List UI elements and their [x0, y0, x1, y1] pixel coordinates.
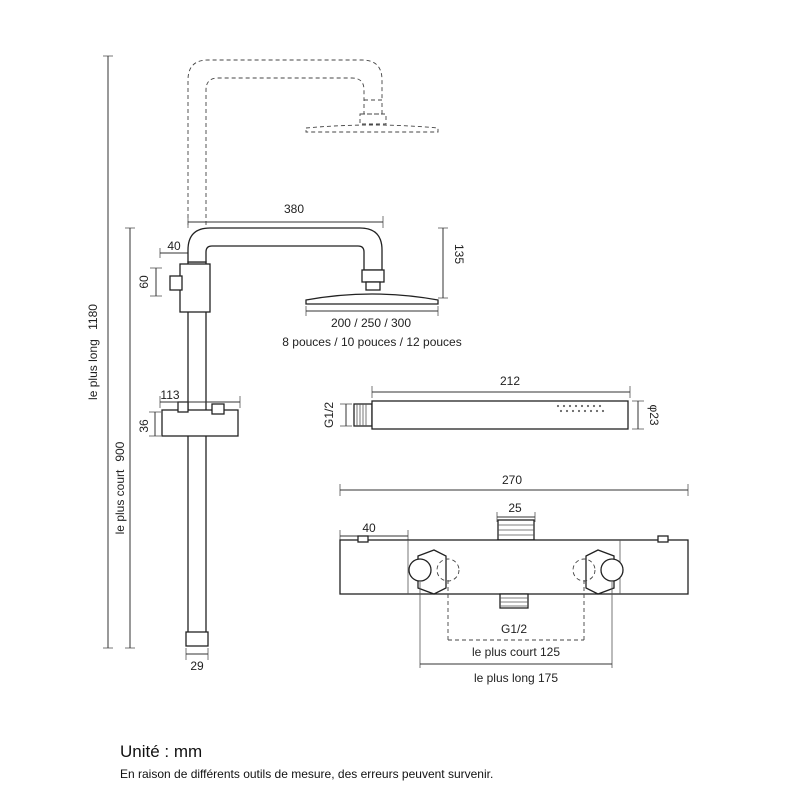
dimension-offset: 40 [159, 239, 189, 258]
unit-label: Unité : mm [120, 742, 203, 761]
hand-shower [353, 400, 629, 430]
offset-label: 40 [167, 239, 181, 253]
rain-shower-head [305, 269, 439, 305]
arm-width-label: 380 [284, 202, 304, 216]
dimension-top-outlet: 25 [496, 501, 536, 522]
pipe-diameter-label: 29 [190, 659, 204, 673]
centers-shortest-label: le plus court 125 [472, 645, 560, 659]
shower-column [169, 227, 383, 647]
dimension-arm-width: 380 [187, 202, 384, 228]
slider-width-label: 113 [160, 388, 179, 402]
bottom-thread-label: G1/2 [501, 622, 527, 636]
dimension-hand-shower-length: 212 [371, 374, 631, 398]
bracket-height-label: 60 [137, 275, 151, 289]
dimension-mixer-width: 270 [339, 473, 689, 496]
dimension-hand-shower-thread: G1/2 [322, 402, 352, 428]
dimension-centers-longest: le plus long 175 [419, 582, 613, 685]
dimension-pipe-diameter: 29 [185, 648, 209, 673]
hand-shower-thread-label: G1/2 [322, 402, 336, 428]
spray-face [556, 404, 605, 413]
longest-height-label: le plus long 1180 [86, 304, 100, 400]
dimension-bracket-height: 60 [137, 267, 162, 297]
head-sizes-mm: 200 / 250 / 300 [331, 316, 411, 330]
centers-longest-label: le plus long 175 [474, 671, 558, 685]
dimension-slider-height: 36 [137, 411, 161, 437]
shortest-height-label: le plus court900 [113, 441, 127, 534]
head-sizes-inches: 8 pouces / 10 pouces / 12 pouces [282, 335, 461, 349]
head-drop-label: 135 [452, 244, 466, 264]
dimension-centers-shortest: le plus court 125 [447, 580, 585, 659]
dimension-hand-shower-diameter: φ23 [632, 400, 661, 430]
dimension-head-diameter: 200 / 250 / 300 8 pouces / 10 pouces / 1… [282, 306, 462, 349]
dimension-longest-height: le plus long 1180 [86, 55, 113, 649]
measurement-note: En raison de différents outils de mesure… [120, 767, 494, 781]
dimension-head-drop: 135 [438, 227, 466, 299]
hand-shower-slider [161, 401, 239, 437]
slider-height-label: 36 [137, 419, 151, 433]
dimension-shortest-height: le plus court900 [113, 227, 135, 649]
dimension-mixer-end: 40 [339, 521, 409, 542]
mixer-end-label: 40 [362, 521, 376, 535]
raised-column-outline [187, 59, 439, 225]
mixer-width-label: 270 [502, 473, 522, 487]
dimension-slider-width: 113 [159, 388, 241, 408]
top-outlet-label: 25 [508, 501, 522, 515]
thermostatic-mixer [339, 519, 689, 609]
hand-shower-diameter-label: φ23 [647, 404, 661, 425]
hand-shower-length-label: 212 [500, 374, 520, 388]
